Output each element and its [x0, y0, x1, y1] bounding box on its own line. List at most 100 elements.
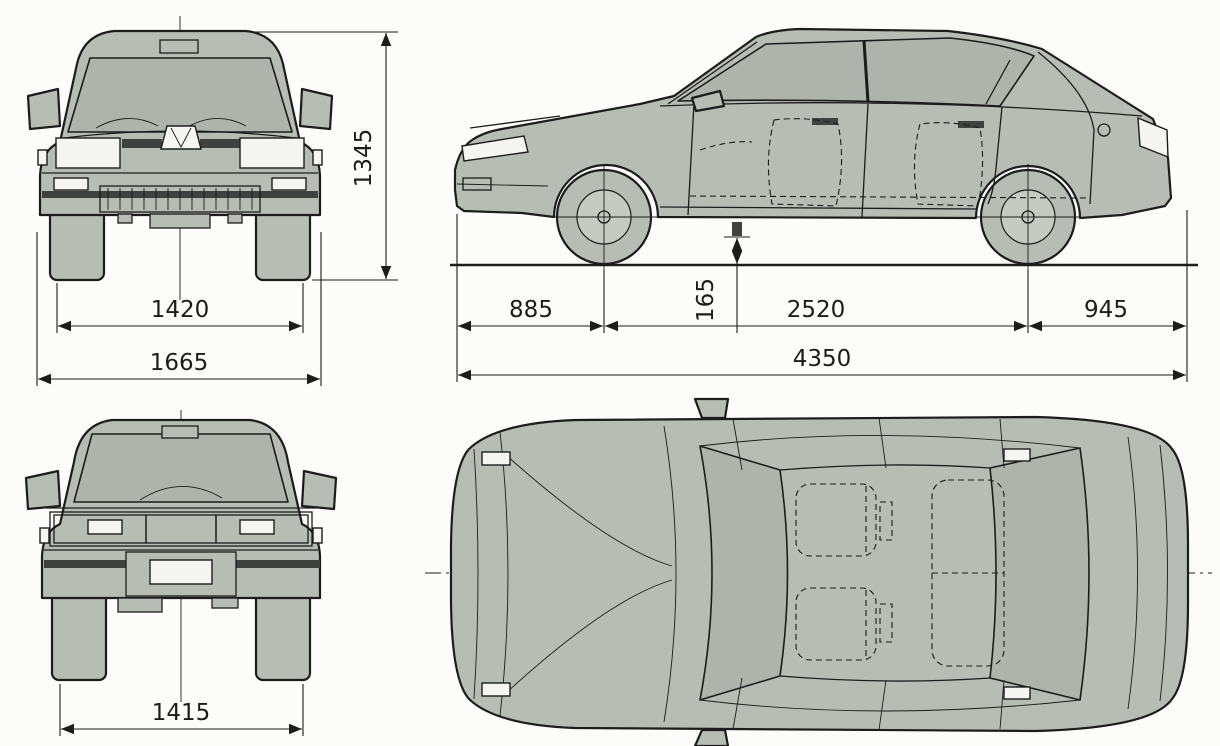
dim-label-rear-overhang: 945	[1084, 297, 1128, 323]
rear-marker-left	[39, 527, 50, 544]
rear-bumper-seam	[1159, 444, 1168, 702]
rear-seat-dashed	[913, 122, 984, 207]
ext-lines-clearance	[724, 236, 750, 333]
beltline-lower	[699, 699, 1081, 712]
rear-wheel-cross	[975, 164, 1081, 270]
taillight-band	[49, 511, 313, 547]
ext-lines-width	[36, 232, 322, 386]
front-view-drawing	[26, 16, 334, 300]
hood-front-edge	[499, 431, 509, 717]
reverse-lamp-left	[87, 519, 123, 535]
front-seat-upper-dashed	[795, 483, 877, 557]
headrest-upper-dashed	[879, 501, 893, 541]
wiper-arcs	[95, 118, 247, 129]
front-seat-dashed	[767, 118, 843, 207]
ext-lines-height	[250, 31, 398, 281]
beltline-upper	[699, 435, 1081, 449]
dim-label-ground-clearance: 165	[693, 278, 719, 322]
ext-lines-front-track	[56, 283, 304, 333]
mirror-right	[298, 87, 334, 131]
hatch-seam	[1037, 51, 1095, 205]
dim-label-rear-track: 1415	[152, 700, 211, 726]
rear-door-seam	[861, 103, 869, 218]
emblem-mark	[170, 127, 192, 148]
quarter-glass-divider	[985, 59, 1011, 105]
rear-view-right-wheel	[254, 583, 312, 682]
muffler	[117, 597, 163, 613]
roof-edge-upper	[779, 464, 991, 471]
ext-lines-rear-track	[59, 684, 304, 736]
side-marker-left	[37, 149, 48, 166]
front-bumper-seam	[473, 448, 479, 700]
side-mirror	[690, 89, 726, 113]
rear-door-handle	[958, 121, 984, 128]
corner-mark-rear-upper	[1003, 448, 1031, 462]
front-wheel-cross	[551, 164, 657, 270]
front-seat-lower-dashed	[795, 587, 877, 661]
hood-crease-upper	[505, 454, 673, 567]
license-recess	[99, 185, 261, 213]
front-emblem	[160, 125, 202, 150]
rear-tow-hook	[211, 597, 239, 609]
front-door-seam	[687, 102, 695, 216]
windshield	[67, 57, 293, 133]
grille-slot-right	[200, 139, 240, 148]
dim-label-overall-width: 1665	[150, 350, 209, 376]
front-bumper-line	[456, 183, 549, 187]
top-rear-window	[989, 447, 1090, 701]
front-valance	[149, 213, 211, 229]
rear-view-drawing	[24, 410, 338, 702]
hood-crease-lower	[505, 579, 673, 694]
headlight-right	[239, 137, 305, 169]
roof-vent	[159, 39, 199, 54]
ext-lines-side	[456, 210, 1188, 382]
popup-headlight-line	[469, 115, 561, 129]
tow-hook-right	[227, 213, 243, 224]
center-garnish	[145, 514, 217, 544]
windshield-inner-line	[667, 41, 758, 105]
cowl-arc	[663, 425, 677, 723]
side-view-drawing	[450, 27, 1198, 270]
jack-point-mark	[732, 222, 742, 236]
rear-mirror-right	[300, 469, 338, 511]
dim-label-overall-length: 4350	[793, 346, 852, 372]
beltline	[659, 102, 1143, 117]
top-mirror-lower	[693, 728, 730, 746]
dimension-annotations: 1345 1420 1665 885 2520 945 165 4350 141…	[36, 31, 1188, 736]
side-headlight	[461, 135, 529, 162]
rear-mirror-left	[24, 469, 62, 511]
corner-mark-front-upper	[481, 451, 511, 466]
top-mirror-upper	[693, 397, 730, 420]
headrest-lower-dashed	[879, 603, 893, 643]
rear-view-left-wheel	[50, 583, 108, 682]
dim-label-front-overhang: 885	[509, 297, 553, 323]
tail-lamp	[1137, 116, 1169, 159]
headlight-left	[55, 137, 121, 169]
indicator-right	[271, 177, 307, 191]
rocker-line	[659, 206, 977, 210]
corner-mark-rear-lower	[1003, 686, 1031, 700]
side-glass	[677, 37, 1035, 107]
dim-label-wheelbase: 2520	[787, 297, 846, 323]
indicator-left	[53, 177, 89, 191]
roof-edge-lower	[779, 675, 991, 682]
dim-label-overall-height: 1345	[351, 129, 377, 188]
side-marker-right	[312, 149, 323, 166]
rear-deck-arc	[1127, 436, 1138, 710]
license-plate	[149, 559, 213, 585]
corner-mark-front-lower	[481, 682, 511, 697]
rear-marker-right	[312, 527, 323, 544]
dash-floor-line	[689, 195, 1087, 199]
fuel-cap	[1097, 123, 1111, 137]
dim-label-front-track: 1420	[151, 297, 210, 323]
reverse-lamp-right	[239, 519, 275, 535]
rear-wiper	[139, 486, 223, 501]
top-windshield	[699, 445, 789, 701]
mirror-left	[26, 87, 62, 131]
b-pillar	[862, 40, 870, 103]
quarter-seam	[987, 106, 1003, 205]
grille-slot-left	[122, 139, 162, 148]
rear-roof-vent	[161, 425, 199, 439]
